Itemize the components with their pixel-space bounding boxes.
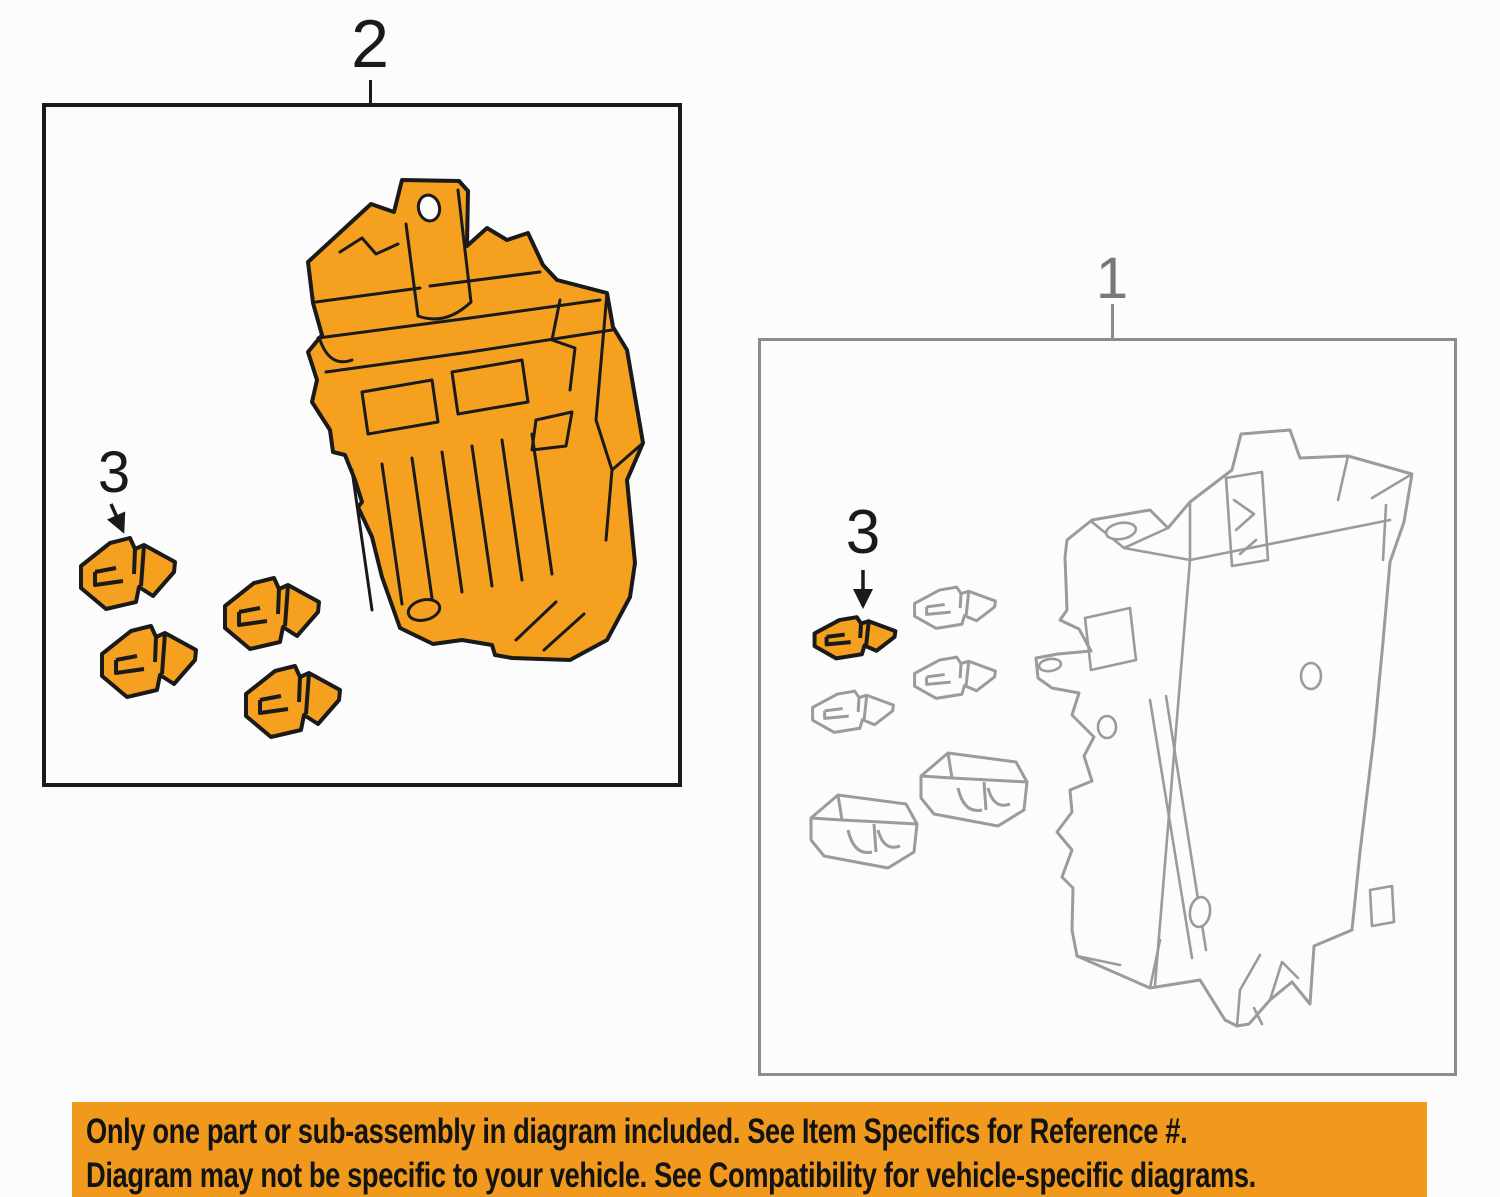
diagram-panel-part-1 [758,338,1457,1076]
part-1-leader-line [1111,304,1114,339]
part-3-ref-label-left: 3 [97,440,131,505]
part-3-ref-label-right: 3 [845,498,881,567]
part-2-leader-line [369,80,372,104]
disclaimer-line-2: Diagram may not be specific to your vehi… [86,1156,1256,1195]
disclaimer-banner: Only one part or sub-assembly in diagram… [72,1102,1427,1197]
part-1-ref-label: 1 [1095,246,1129,311]
diagram-panel-part-2 [42,103,682,787]
part-2-ref-label: 2 [351,6,389,82]
disclaimer-line-1: Only one part or sub-assembly in diagram… [86,1112,1188,1151]
